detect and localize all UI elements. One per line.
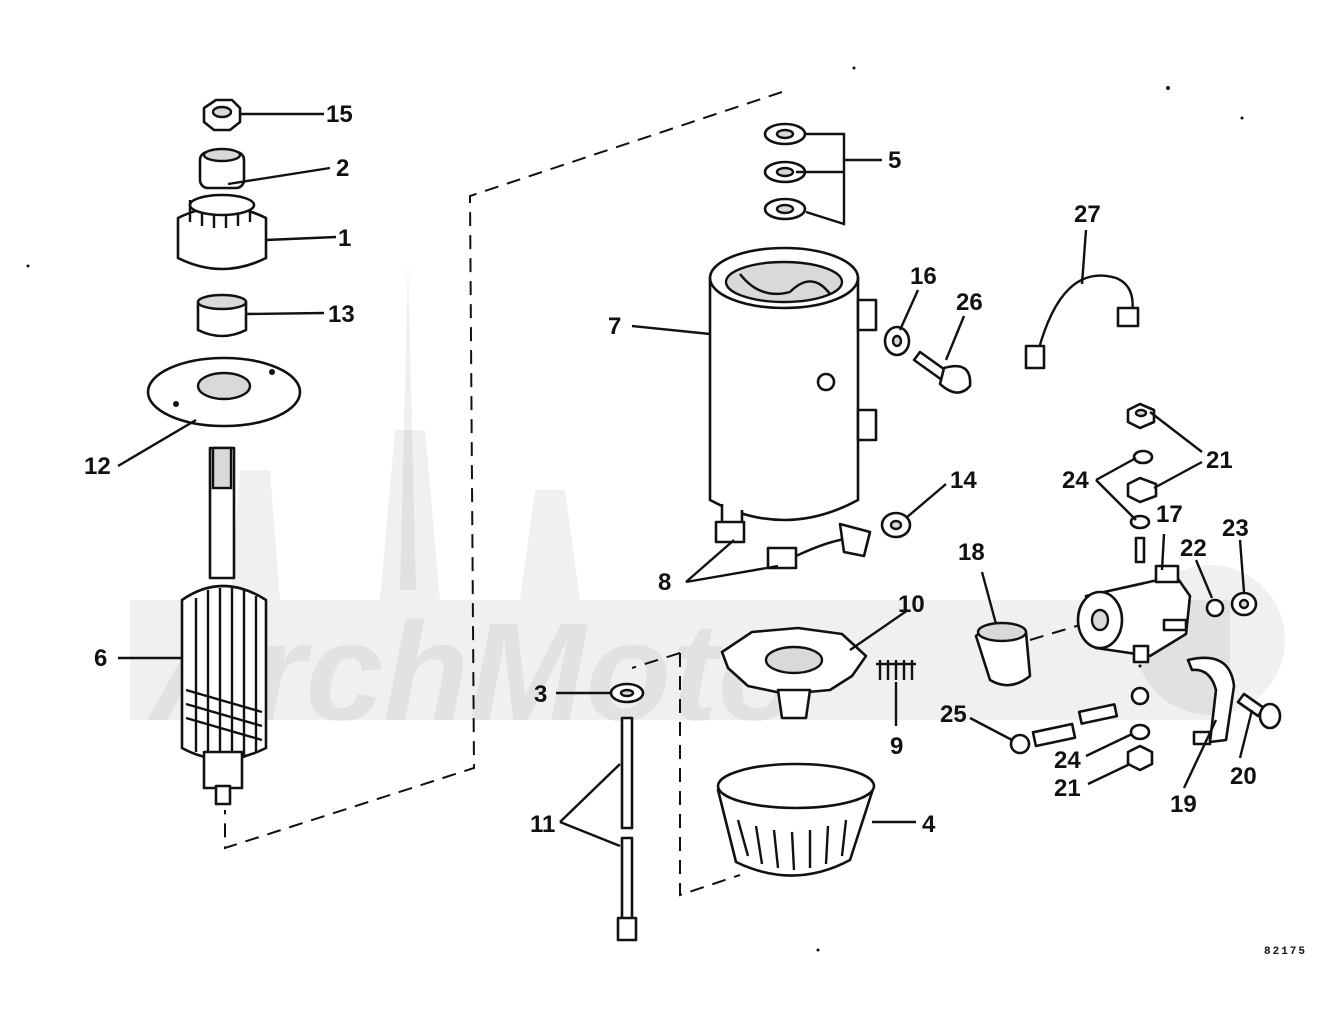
label-1: 1 xyxy=(338,225,351,252)
label-3: 3 xyxy=(534,681,547,708)
label-23: 23 xyxy=(1222,515,1249,542)
label-14: 14 xyxy=(950,467,977,494)
part-24-washer-low xyxy=(1129,723,1151,741)
label-8: 8 xyxy=(658,569,671,596)
part-6-armature xyxy=(180,446,268,806)
part-10-brush-plate xyxy=(720,626,868,720)
part-11-bolts xyxy=(616,716,638,942)
part-13-collar xyxy=(196,293,248,338)
label-16: 16 xyxy=(910,263,937,290)
label-12: 12 xyxy=(84,453,111,480)
part-1-drive xyxy=(176,193,268,271)
part-3-washer xyxy=(609,682,645,704)
label-10: 10 xyxy=(898,591,925,618)
part-18-sleeve xyxy=(974,621,1032,687)
label-5: 5 xyxy=(888,147,901,174)
label-11: 11 xyxy=(530,811,555,838)
part-22-washer xyxy=(1205,598,1225,618)
label-7: 7 xyxy=(608,313,621,340)
leader-lines xyxy=(117,112,1254,848)
drawing-code: 82175 xyxy=(1264,946,1307,958)
label-26: 26 xyxy=(956,289,983,316)
part-19-bracket xyxy=(1186,656,1236,746)
part-25-cable xyxy=(1009,686,1150,755)
label-20: 20 xyxy=(1230,763,1257,790)
part-23-nut xyxy=(1230,591,1258,617)
label-24-upper: 24 xyxy=(1062,467,1089,494)
part-15-nut xyxy=(202,98,242,132)
label-22: 22 xyxy=(1180,535,1207,562)
label-21-lower: 21 xyxy=(1054,775,1081,802)
label-15: 15 xyxy=(326,101,353,128)
label-25: 25 xyxy=(940,701,967,728)
callout-labels: 15 2 1 13 12 6 5 7 16 26 27 14 8 10 9 3 … xyxy=(84,101,1307,958)
part-27-wire xyxy=(1024,274,1140,370)
label-13: 13 xyxy=(328,301,355,328)
scan-specks xyxy=(26,66,1244,952)
label-6: 6 xyxy=(94,645,107,672)
label-21-upper: 21 xyxy=(1206,447,1233,474)
part-21-nut-mid xyxy=(1126,476,1158,504)
part-9-springs xyxy=(876,660,916,680)
label-24-lower: 24 xyxy=(1054,747,1081,774)
label-27: 27 xyxy=(1074,201,1101,228)
assembly-dash-lines xyxy=(224,91,1081,897)
part-21-nut-low xyxy=(1126,744,1154,772)
label-19: 19 xyxy=(1170,791,1197,818)
part-4-end-cap xyxy=(716,762,876,877)
label-17: 17 xyxy=(1156,501,1183,528)
part-24-washer-top xyxy=(1132,449,1154,465)
part-2-pinion xyxy=(198,147,246,190)
part-26-bolt xyxy=(912,350,972,394)
part-21-nut-top xyxy=(1126,402,1156,430)
part-12-plate xyxy=(146,356,302,428)
label-2: 2 xyxy=(336,155,349,182)
label-4: 4 xyxy=(922,811,936,838)
part-7-housing xyxy=(708,246,878,532)
part-14-washer xyxy=(880,511,912,539)
label-18: 18 xyxy=(958,539,985,566)
part-8-brushes xyxy=(714,520,872,570)
part-5-washers xyxy=(763,122,807,221)
part-17-solenoid xyxy=(1076,536,1192,664)
label-9: 9 xyxy=(890,733,903,760)
part-16-washer xyxy=(883,325,911,357)
part-20-screw xyxy=(1236,692,1282,730)
